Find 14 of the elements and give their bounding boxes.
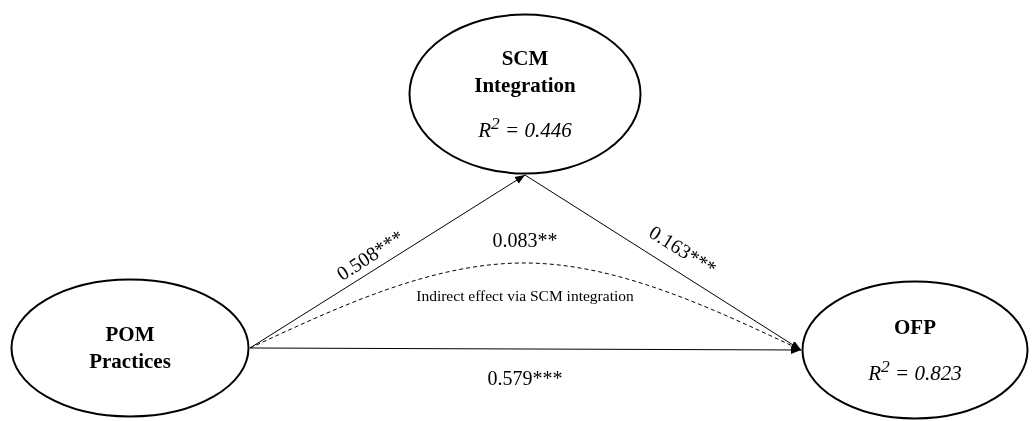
note-text: Indirect effect via SCM integration [416,288,634,304]
ellipse-node [408,13,642,175]
ellipse-node [801,280,1029,420]
arrow [249,345,802,354]
arrow [249,174,526,349]
r-squared-value: R$^{2}$ = 0.823 [868,355,962,386]
edge-label: 0.083** [490,230,560,250]
edge-label: 0.579*** [485,368,565,388]
node-title: OFP [893,314,937,342]
node-title: SCM Integration [473,44,577,99]
node-title: POM Practices [88,320,172,375]
dashed-arrow [249,262,802,351]
r-squared-value: R$^{2}$ = 0.446 [478,113,572,144]
ellipse-node [10,278,250,418]
